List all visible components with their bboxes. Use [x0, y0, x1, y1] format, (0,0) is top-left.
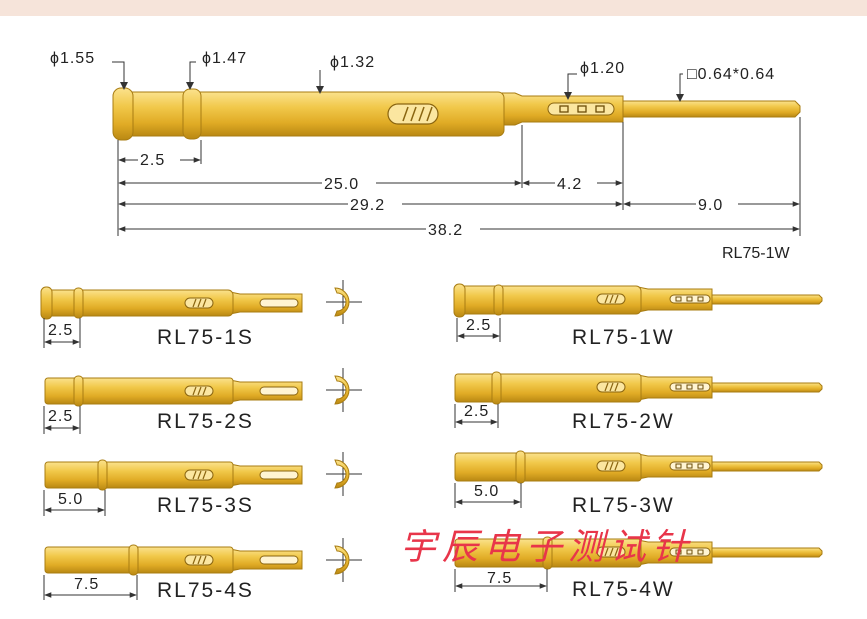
dim-4-2: 4.2 — [557, 176, 582, 193]
s3-dim: 5.0 — [58, 491, 83, 508]
diameter-label-4: ϕ1.20 — [580, 60, 625, 77]
watermark-text: 宇辰电子测试针 — [400, 527, 695, 568]
probe-rl75-3s — [44, 459, 303, 491]
dim-9-0: 9.0 — [698, 197, 723, 214]
diameter-label-3: ϕ1.32 — [330, 54, 375, 71]
w3-model: RL75-3W — [572, 494, 675, 517]
s-dimension-lines — [43, 318, 138, 600]
dim-29-2: 29.2 — [350, 197, 385, 214]
square-label: □0.64*0.64 — [687, 66, 775, 83]
w1-model: RL75-1W — [572, 326, 675, 349]
w2-model: RL75-2W — [572, 410, 675, 433]
dim-2-5: 2.5 — [140, 152, 165, 169]
diameter-label-2: ϕ1.47 — [202, 50, 247, 67]
probe-rl75-1s — [40, 286, 303, 320]
w2-dim: 2.5 — [464, 403, 489, 420]
w-dimension-lines — [454, 318, 548, 592]
probe-rl75-2s — [44, 375, 303, 407]
probe-rl75-3w — [454, 450, 823, 484]
crown-end-views — [326, 280, 362, 582]
s4-dim: 7.5 — [74, 576, 99, 593]
main-probe — [112, 87, 801, 141]
extension-lines — [117, 117, 801, 236]
s1-model: RL75-1S — [157, 326, 254, 349]
s4-model: RL75-4S — [157, 579, 254, 602]
probe-rl75-1w — [453, 283, 823, 318]
dim-38-2: 38.2 — [428, 222, 463, 239]
s1-dim: 2.5 — [48, 322, 73, 339]
main-model-label: RL75-1W — [722, 245, 790, 262]
s2-model: RL75-2S — [157, 410, 254, 433]
dim-25-0: 25.0 — [324, 176, 359, 193]
w4-dim: 7.5 — [487, 570, 512, 587]
diameter-label-1: ϕ1.55 — [50, 50, 95, 67]
w1-dim: 2.5 — [466, 317, 491, 334]
w4-model: RL75-4W — [572, 578, 675, 601]
probe-rl75-2w — [454, 371, 823, 405]
s2-dim: 2.5 — [48, 408, 73, 425]
diameter-leaders — [112, 61, 683, 98]
w3-dim: 5.0 — [474, 483, 499, 500]
probe-rl75-4w — [454, 536, 823, 570]
probe-rl75-4s — [44, 544, 303, 576]
top-band — [0, 0, 867, 16]
s3-model: RL75-3S — [157, 494, 254, 517]
